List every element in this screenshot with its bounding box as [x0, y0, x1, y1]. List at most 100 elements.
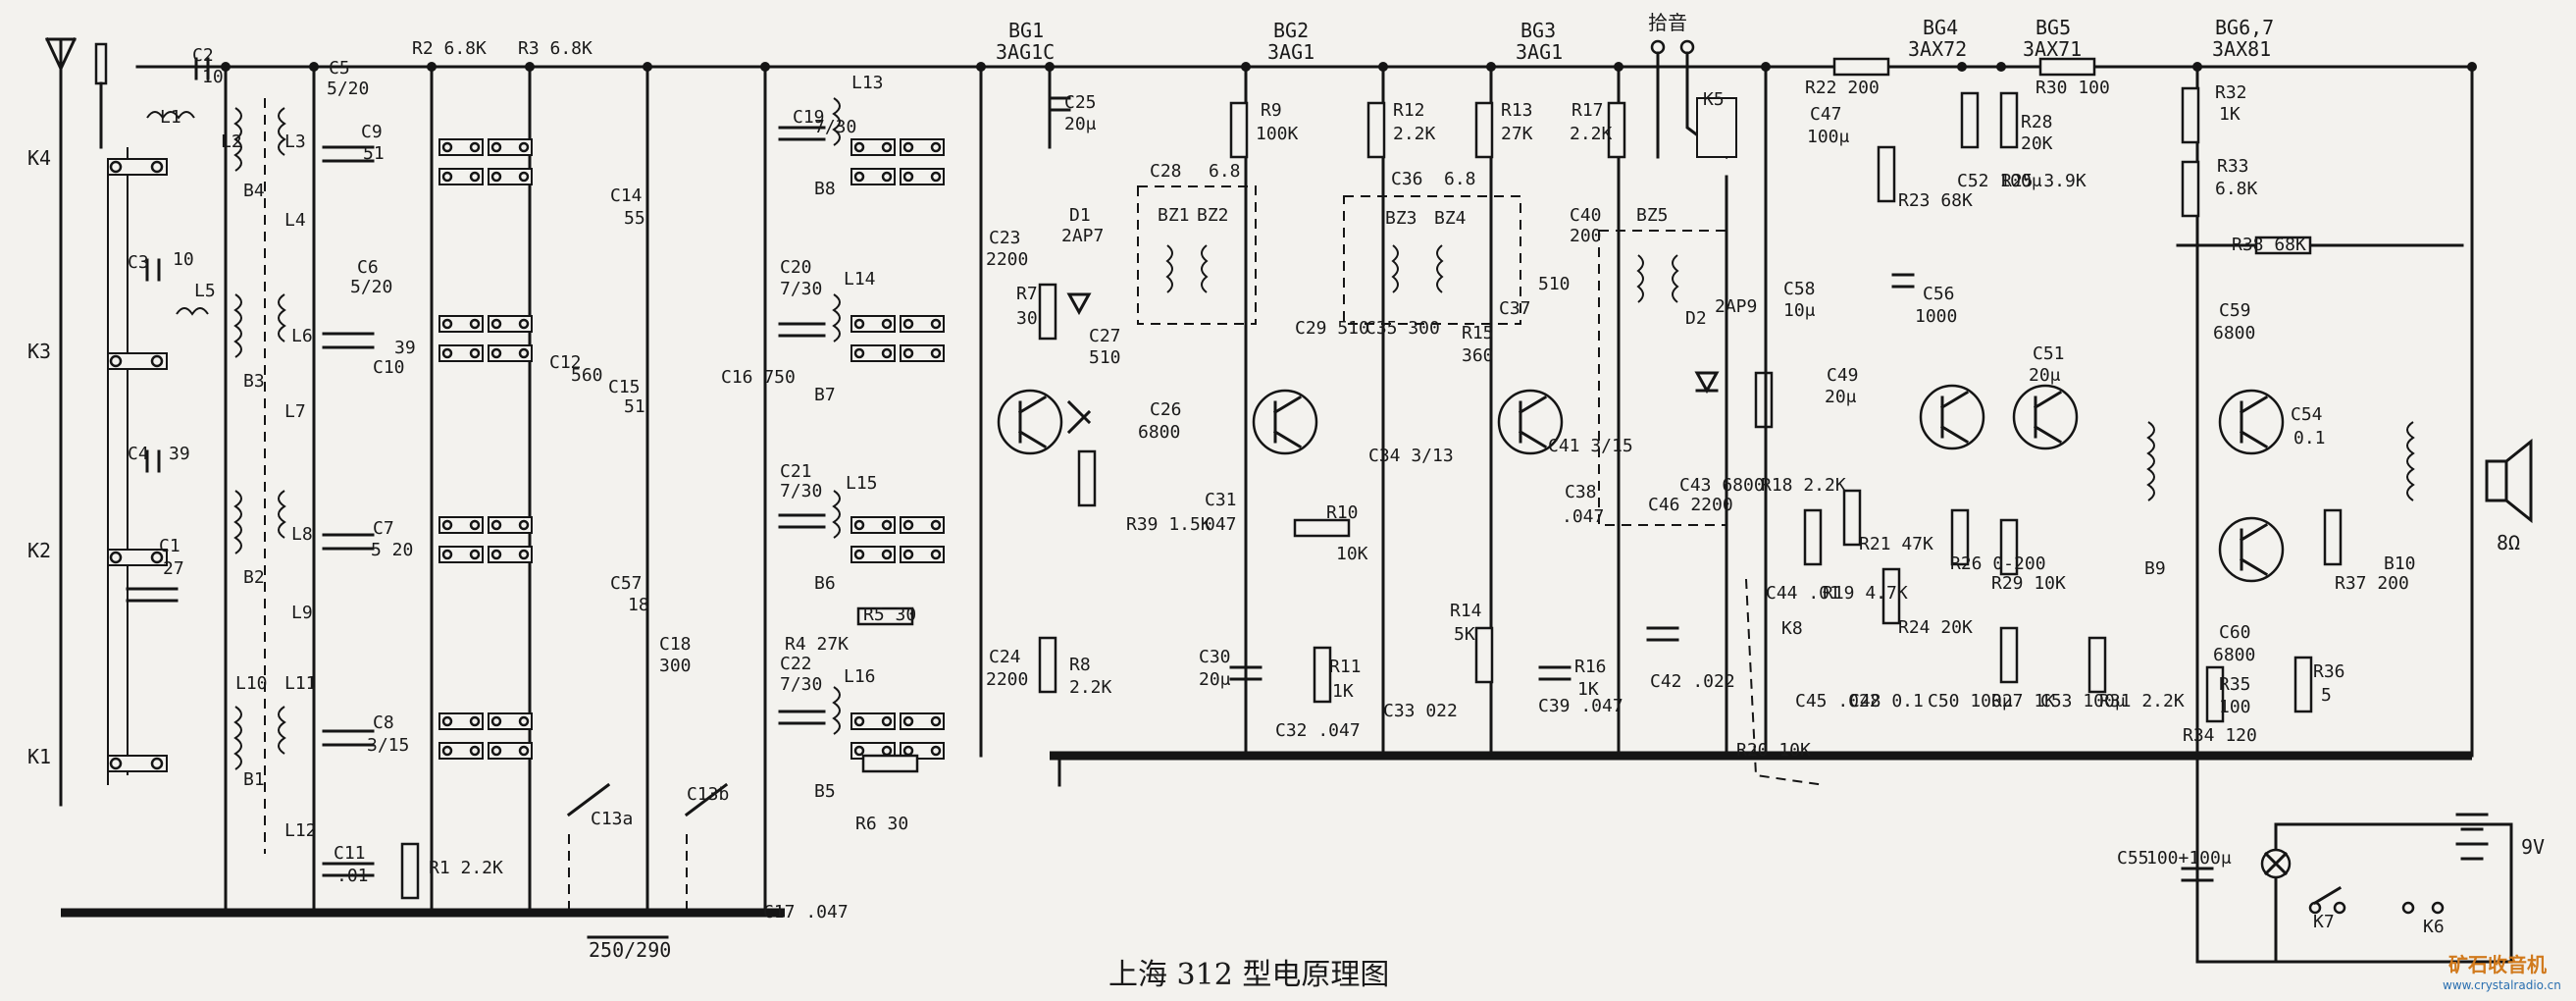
- component-label: B6: [814, 573, 836, 594]
- component-label: R14: [1450, 601, 1482, 621]
- switch-contact-point: [902, 745, 914, 757]
- component-label: 100+100μ: [2146, 848, 2232, 869]
- component-label: C27: [1089, 326, 1121, 346]
- component-label: C17 .047: [763, 902, 849, 922]
- component-label: C9: [361, 122, 383, 142]
- bg5-id: BG5: [2035, 16, 2071, 39]
- power-section: [2181, 754, 2513, 964]
- component-label: 20μ: [2029, 365, 2061, 386]
- transistor-bg2: [1137, 65, 1351, 758]
- switch-contact-point: [902, 141, 914, 153]
- component-label: 6.8: [1444, 169, 1476, 189]
- component-label: R26 0-200: [1950, 553, 2046, 574]
- component-label: C46 2200: [1648, 495, 1733, 515]
- component-label: R5 30: [863, 605, 916, 625]
- junction-dot: [1378, 62, 1388, 72]
- component-label: C22: [780, 654, 812, 674]
- switch-contact-point: [518, 171, 530, 183]
- band-label-k1: K1: [27, 745, 51, 768]
- switch-contact-point: [518, 549, 530, 560]
- component-label: C2: [192, 45, 214, 66]
- switch-contact-point: [853, 745, 865, 757]
- component-label: 5: [2321, 685, 2332, 706]
- audio-driver: [1745, 57, 2474, 786]
- switch-contact-point: [881, 141, 893, 153]
- switch-contact-point: [469, 519, 481, 531]
- component-label: BZ3: [1385, 208, 1417, 229]
- component-label: BZ1: [1158, 205, 1190, 226]
- switch-contact-point: [441, 715, 453, 727]
- switch-contact-point: [902, 715, 914, 727]
- speaker-label: 8Ω: [2497, 531, 2520, 554]
- component-label: 100K: [1256, 124, 1299, 144]
- junction-dots: [221, 62, 2477, 72]
- component-label: C50 100μ: [1928, 691, 2013, 711]
- component-label: C13a: [591, 809, 633, 829]
- switch-contact-point: [518, 745, 530, 757]
- component-label: R34 120: [2183, 725, 2257, 746]
- component-label: R10: [1326, 502, 1359, 523]
- component-label: 6.8: [1209, 161, 1241, 182]
- switch-contact-point: [930, 318, 942, 330]
- detector-section: [1598, 65, 1774, 758]
- component-label: BZ2: [1197, 205, 1229, 226]
- diagram-title: 上海 312 型电原理图: [1108, 958, 1389, 992]
- component-label: K5: [1703, 89, 1725, 110]
- component-label: C11: [334, 843, 366, 864]
- switch-contact-point: [469, 715, 481, 727]
- component-label: R38 68K: [2232, 235, 2306, 255]
- component-label: 27: [163, 558, 184, 579]
- switch-k1: [107, 755, 168, 772]
- switch-contact-point: [441, 745, 453, 757]
- component-label: R27 1K: [1991, 691, 2055, 711]
- switch-contact-point: [902, 347, 914, 359]
- band-labels: K4 K3 K2 K1: [27, 146, 51, 768]
- component-label: C14: [610, 185, 643, 206]
- switch-contact-point: [902, 519, 914, 531]
- band-switch-column: [107, 147, 168, 785]
- band-label-k3: K3: [27, 340, 51, 363]
- switch-contact-point: [902, 318, 914, 330]
- component-label: R39 1.5K: [1126, 514, 1211, 535]
- component-label: C32 .047: [1275, 720, 1361, 741]
- component-label: 6800: [1138, 422, 1180, 443]
- component-label: 39: [169, 444, 190, 464]
- component-label: R15: [1462, 323, 1494, 343]
- transistor-labels: BG1 3AG1C BG2 3AG1 BG3 3AG1 BG4 3AX72 BG…: [996, 16, 2274, 64]
- component-label: B8: [814, 179, 836, 199]
- component-label: 10K: [1336, 544, 1368, 564]
- watermark-url: www.crystalradio.cn: [2443, 978, 2561, 992]
- rf-coil-stages: [126, 57, 532, 915]
- component-label: R3 6.8K: [518, 38, 592, 59]
- switch-contact-point: [853, 347, 865, 359]
- component-label: 5/20: [350, 277, 392, 297]
- component-label: C19: [793, 107, 825, 128]
- bg67-type: 3AX81: [2212, 37, 2271, 61]
- bg1-type: 3AG1C: [996, 40, 1055, 64]
- component-label: R30 100: [2035, 78, 2110, 98]
- bg1-id: BG1: [1008, 19, 1044, 42]
- component-label: C5: [329, 58, 350, 79]
- component-label: L16: [844, 666, 876, 687]
- switch-contact-point: [853, 715, 865, 727]
- junction-dot: [976, 62, 986, 72]
- component-label: 1000: [1915, 306, 1957, 327]
- component-label: R20 10K: [1736, 740, 1811, 761]
- component-label: 0.1: [2293, 428, 2326, 448]
- component-label: R21 47K: [1859, 534, 1933, 554]
- antenna: [45, 37, 108, 807]
- component-label: L2: [221, 132, 242, 152]
- switch-contact-point: [490, 715, 502, 727]
- component-label: C24: [989, 647, 1021, 667]
- component-label: L14: [844, 269, 876, 290]
- component-label: B2: [243, 567, 265, 588]
- component-label: C26: [1150, 399, 1182, 420]
- switch-k2: [107, 549, 168, 566]
- component-label: R29 10K: [1991, 573, 2066, 594]
- junction-dot: [1957, 62, 1967, 72]
- component-label: R17: [1571, 100, 1604, 121]
- component-label: L9: [291, 603, 313, 623]
- component-label: .047: [1562, 506, 1604, 527]
- switch-contact-point: [441, 171, 453, 183]
- switch-contact-point: [469, 171, 481, 183]
